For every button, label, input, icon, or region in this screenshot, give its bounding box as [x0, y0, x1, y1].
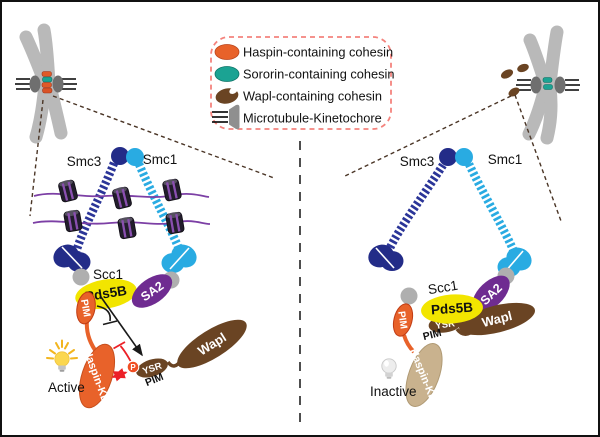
smc3-coiled-coil: [385, 162, 447, 252]
kinetochore-icon: [554, 76, 566, 94]
smc-hinge-domain: [439, 148, 457, 166]
haspin-cohesin-icon: [214, 44, 240, 60]
wapl-pim-label: PIM: [422, 327, 443, 343]
pds5b-ellipse: [421, 294, 483, 324]
smc3-head: [368, 244, 404, 271]
smc1-label: Smc1: [488, 152, 523, 167]
sa2-ellipse: [472, 275, 510, 313]
scc1-label: Scc1: [427, 278, 459, 298]
haspin-linker: [402, 334, 416, 354]
pim-motif-ellipse: [392, 303, 414, 337]
sororin-cohesin-icon: [214, 66, 240, 82]
pim-motif-label: PIM: [78, 298, 92, 317]
smc1-coiled-coil: [465, 162, 519, 256]
pim-motif-ellipse: [76, 291, 96, 325]
smc-hinge-domain: [455, 148, 473, 166]
pim-inhibition-arc: [96, 305, 112, 322]
pim-motif-label: PIM: [395, 311, 408, 330]
centromeric-cohesin-dots: [41, 71, 53, 94]
legend-label: Haspin-containing cohesin: [243, 45, 393, 60]
ysr-ellipse: [136, 358, 168, 378]
kinetochore-icon: [52, 75, 64, 93]
lightbulb-inactive-icon: [381, 358, 397, 379]
wapl-ellipse: [459, 302, 535, 336]
haspin-kd-ellipse: [405, 343, 443, 407]
kinetochore-icon: [530, 76, 542, 94]
microtubule-kinetochore-icon: [212, 104, 240, 130]
smc1-head: [161, 244, 197, 273]
smc-hinge-domain: [126, 148, 144, 166]
regulation-arrows: [96, 296, 143, 382]
scc1-domain: [72, 268, 90, 286]
nucleosome: [164, 209, 186, 236]
legend-label: Wapl-containing cohesin: [243, 89, 382, 104]
scc1-label: Scc1: [93, 267, 123, 282]
legend-box: [210, 36, 392, 130]
lightbulb-active-icon: [46, 339, 78, 372]
phospho-label: P: [130, 363, 136, 372]
wapl-cohesin-icon: [215, 87, 239, 104]
wapl-ysr-linker: [166, 359, 183, 368]
nucleosome: [116, 214, 138, 241]
pds5b-label: Pds5B: [430, 300, 473, 318]
smc-hinge-domain: [111, 147, 129, 165]
kinetochore-icon: [29, 75, 41, 93]
legend: Haspin-containing cohesin Sororin-contai…: [210, 36, 395, 130]
microtubule-lines: [516, 79, 580, 91]
sa2-ellipse: [131, 274, 173, 308]
smc3-head: [53, 244, 91, 272]
centromeric-cohesin-dots: [542, 77, 553, 90]
smc1-label: Smc1: [143, 152, 178, 167]
smc3-label: Smc3: [400, 154, 435, 169]
wapl-ysr-linker: [455, 327, 476, 336]
zoom-indicator-lines: [29, 94, 562, 222]
phospho-inhibition-arc: [119, 345, 132, 362]
phospho-badge: [126, 360, 140, 374]
scc1-domain: [400, 287, 418, 305]
right-chromosome: [500, 25, 580, 145]
released-wapl-blobs: [500, 63, 529, 97]
left-cohesin-complex: Smc3 Smc1 Scc1 Pds5B SA2 PIM Haspin-KD: [32, 147, 247, 409]
pds5b-ysr-arrow: [100, 296, 143, 357]
microtubule-lines: [15, 78, 77, 90]
smc3-label: Smc3: [67, 154, 102, 169]
wapl-ellipse: [177, 319, 247, 369]
inhibition-tbar: [102, 320, 118, 326]
nucleosome: [62, 207, 84, 234]
haspin-phospho-double-arrow: [111, 368, 128, 382]
inhibition-tbar-red: [113, 341, 126, 350]
active-state-label: Active: [48, 380, 85, 395]
legend-label: Microtubule-Kinetochore: [243, 111, 382, 126]
left-chromosome: [15, 23, 77, 144]
inactive-state-label: Inactive: [370, 384, 417, 399]
haspin-kd-ellipse: [78, 343, 116, 409]
legend-label: Sororin-containing cohesin: [243, 67, 395, 82]
smc3-coiled-coil: [71, 161, 118, 254]
wapl-label: Wapl: [480, 308, 513, 330]
